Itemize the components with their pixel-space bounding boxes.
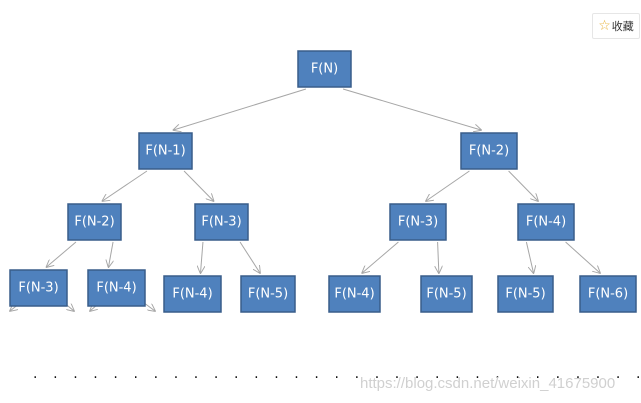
tree-edge (183, 170, 214, 201)
watermark: https://blog.csdn.net/weixin_41675900 (360, 375, 615, 392)
tree-node-label: F(N-4) (334, 287, 374, 302)
tree-edge (102, 170, 148, 201)
tree-node-label: F(N-2) (469, 144, 509, 159)
tree-edge (362, 241, 399, 273)
tree-edge (438, 241, 439, 273)
tree-node-label: F(N-3) (398, 215, 438, 230)
tree-node-box (297, 50, 352, 88)
tree-node-label: F(N-3) (18, 281, 58, 296)
tree-edge (565, 241, 600, 273)
tree-node-box (497, 275, 554, 313)
tree-nodes: F(N) F(N-1) F(N-2) F(N-2) F(N-3) F(N-3) F(N-4)… (9, 50, 637, 313)
tree-node-label: F(N) (311, 62, 338, 77)
tree-node: F(N-6) (579, 275, 637, 313)
tree-node-label: F(N-4) (526, 215, 566, 230)
star-icon: ☆ (598, 18, 611, 34)
tree-node: F(N-5) (240, 275, 296, 313)
tree-node: F(N-5) (420, 275, 473, 313)
continuation-dots: . . . . . . . . . . . . . . . . . . . . … (33, 366, 641, 382)
tree-edge (525, 241, 533, 273)
tree-edge (47, 241, 77, 267)
tree-node-box (420, 275, 473, 313)
tree-node-label: F(N-5) (505, 287, 545, 302)
tree-node-box (9, 269, 68, 307)
tree-edge (201, 241, 203, 273)
tree-edges (47, 88, 601, 273)
tree-node-label: F(N-5) (248, 287, 288, 302)
tree-node-label: F(N-4) (96, 281, 136, 296)
tree-node-label: F(N-1) (145, 144, 185, 159)
tree-edge (109, 241, 114, 267)
tree-node: F(N-4) (163, 275, 222, 313)
tree-edge (508, 170, 538, 201)
tree-node: F(N-4) (328, 275, 381, 313)
tree-node: F(N-4) (517, 203, 575, 241)
tree-node-label: F(N-5) (426, 287, 466, 302)
tree-node-box (67, 203, 122, 241)
tree-edge (173, 88, 307, 130)
tree-node-label: F(N-6) (588, 287, 628, 302)
tree-node: F(N-4) (87, 269, 146, 307)
tree-node: F(N-2) (67, 203, 122, 241)
tree-node-label: F(N-2) (74, 215, 114, 230)
tree-node: F(N-1) (138, 132, 193, 170)
tree-node: F(N-2) (460, 132, 518, 170)
tree-node: F(N-3) (9, 269, 68, 307)
favorite-button[interactable]: ☆ 收藏 (592, 13, 640, 39)
tree-node-label: F(N-4) (172, 287, 212, 302)
tree-edge (426, 170, 470, 201)
tree-node-box (460, 132, 518, 170)
tree-node: F(N-3) (389, 203, 447, 241)
tree-node-label: F(N-3) (201, 215, 241, 230)
tree-node: F(N) (297, 50, 352, 88)
tree-edge (342, 88, 481, 130)
tree-node: F(N-3) (194, 203, 249, 241)
tree-node-box (517, 203, 575, 241)
tree-edge (239, 241, 260, 273)
favorite-button-label: 收藏 (611, 20, 634, 33)
tree-node-box (138, 132, 193, 170)
tree-node-box (579, 275, 637, 313)
tree-node-box (194, 203, 249, 241)
tree-node-box (87, 269, 146, 307)
tree-node-box (240, 275, 296, 313)
tree-node-box (389, 203, 447, 241)
tree-node-box (328, 275, 381, 313)
tree-node: F(N-5) (497, 275, 554, 313)
tree-node-box (163, 275, 222, 313)
